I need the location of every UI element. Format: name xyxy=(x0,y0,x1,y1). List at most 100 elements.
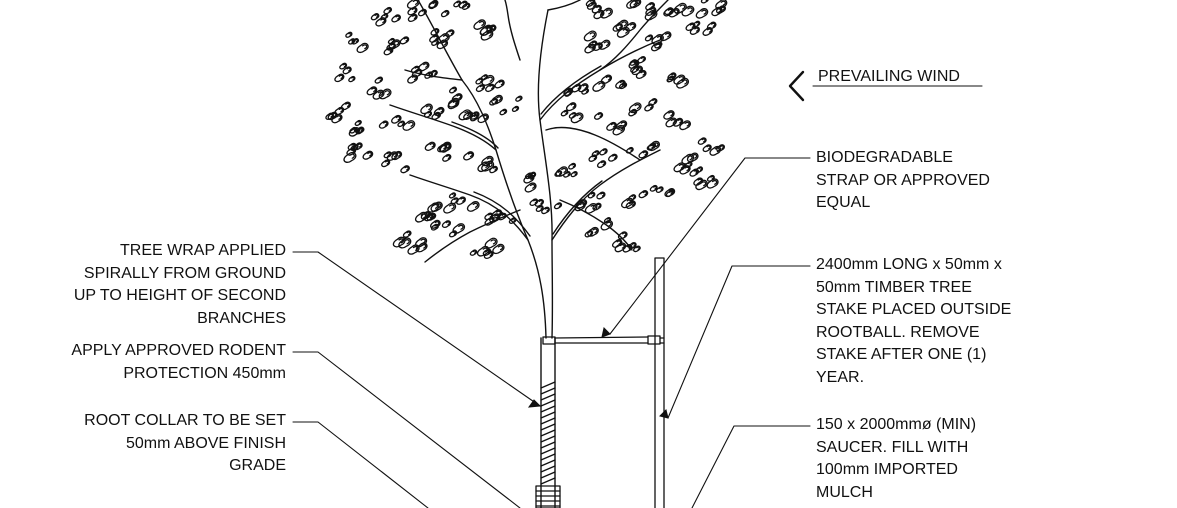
leaf-cluster xyxy=(611,231,641,253)
wrap-hatch-line xyxy=(540,453,556,461)
note-line: BRANCHES xyxy=(197,309,286,327)
wrap-hatch-line xyxy=(540,459,556,467)
note-line: 100mm IMPORTED xyxy=(816,461,958,478)
root-collar-band xyxy=(535,485,561,508)
leaf-cluster xyxy=(583,30,611,54)
note-line: 150 x 2000mmø (MIN) xyxy=(816,416,977,433)
wrap-hatch-line xyxy=(540,381,556,389)
leaf-cluster xyxy=(383,36,410,56)
leaf-cluster xyxy=(420,103,445,121)
note-strap: BIODEGRADABLE STRAP OR APPROVED EQUAL xyxy=(816,147,990,215)
note-root-collar: ROOT COLLAR TO BE SET 50mm ABOVE FINISH … xyxy=(84,410,286,478)
leaf-cluster xyxy=(628,98,658,117)
note-line: YEAR. xyxy=(816,368,865,386)
leaf-cluster xyxy=(370,6,401,27)
note-line: EQUAL xyxy=(816,194,871,211)
leaf-cluster xyxy=(345,31,369,54)
leaf-cluster xyxy=(414,201,443,223)
leaf-cluster xyxy=(628,55,647,80)
leader-lines-right xyxy=(609,157,811,508)
leaf-cluster xyxy=(663,2,695,18)
wrap-hatch-line xyxy=(540,435,556,443)
leaf-cluster xyxy=(443,192,480,214)
leaf-cluster xyxy=(325,101,351,124)
leaf-cluster xyxy=(529,198,563,215)
tree-canopy xyxy=(325,0,728,260)
note-line: UP TO HEIGHT OF SECOND xyxy=(73,287,286,304)
leaf-cluster xyxy=(429,27,455,50)
wrap-hatch-line xyxy=(540,417,556,425)
note-stake: 2400mm LONG x 50mm x 50mm TIMBER TREE ST… xyxy=(816,254,1011,389)
leaf-cluster xyxy=(585,0,613,20)
leaf-cluster xyxy=(588,148,618,169)
wrap-hatch-line xyxy=(540,477,556,485)
leaf-cluster xyxy=(649,184,676,198)
note-line: MULCH xyxy=(816,483,873,501)
leaf-cluster xyxy=(473,19,497,41)
leaf-cluster xyxy=(523,171,537,193)
leader-arrowheads xyxy=(527,327,669,419)
leaf-cluster xyxy=(574,191,606,214)
leaf-cluster xyxy=(612,19,637,38)
leaf-cluster xyxy=(489,94,523,116)
leader-lines-left xyxy=(292,251,541,508)
note-line: SPIRALLY FROM GROUND xyxy=(83,264,286,282)
wrap-hatch-line xyxy=(540,429,556,437)
tree-trunk xyxy=(540,337,556,508)
leaf-cluster xyxy=(554,162,578,178)
leaf-cluster xyxy=(406,0,439,23)
leaf-cluster xyxy=(584,216,614,238)
timber-stake xyxy=(654,257,665,508)
note-saucer: 150 x 2000mmø (MIN) SAUCER. FILL WITH 10… xyxy=(816,414,976,504)
note-rodent-protection: APPLY APPROVED RODENT PROTECTION 450mm xyxy=(71,340,286,385)
leaf-cluster xyxy=(475,74,505,93)
note-line: SAUCER. FILL WITH xyxy=(816,438,969,456)
wrap-hatch-line xyxy=(540,399,556,407)
leaf-cluster xyxy=(625,140,660,159)
leaf-cluster xyxy=(463,151,498,174)
tree-strap xyxy=(542,335,665,345)
leaf-cluster xyxy=(469,237,505,260)
wrap-hatch-line xyxy=(540,465,556,473)
leaf-cluster xyxy=(343,142,374,163)
note-line: STRAP OR APPROVED xyxy=(816,171,990,189)
leaf-cluster xyxy=(621,190,649,210)
note-line: STAKE PLACED OUTSIDE xyxy=(816,301,1012,318)
note-line: 2400mm LONG x 50mm x xyxy=(816,256,1002,273)
leaf-cluster xyxy=(594,112,628,136)
leaf-cluster xyxy=(381,150,410,174)
tree-wrap-hatching xyxy=(540,381,556,485)
leaf-cluster xyxy=(685,20,717,36)
note-line: TREE WRAP APPLIED xyxy=(120,242,286,259)
wrap-hatch-line xyxy=(540,471,556,479)
note-line: APPLY APPROVED RODENT xyxy=(71,342,286,359)
leaf-cluster xyxy=(697,137,726,156)
leaf-cluster xyxy=(689,166,719,191)
leaf-cluster xyxy=(424,141,452,162)
leaf-cluster xyxy=(447,86,463,110)
leaf-cluster xyxy=(663,110,691,131)
note-line: BIODEGRADABLE xyxy=(816,149,953,166)
note-line: 50mm ABOVE FINISH xyxy=(125,434,286,452)
wrap-hatch-line xyxy=(540,393,556,401)
leaf-cluster xyxy=(392,230,428,255)
wrap-hatch-line xyxy=(540,447,556,455)
wrap-hatch-line xyxy=(540,387,556,395)
leaf-cluster xyxy=(440,0,471,18)
leaf-cluster xyxy=(366,76,392,100)
wrap-hatch-line xyxy=(540,411,556,419)
leaf-cluster xyxy=(348,119,365,137)
leaf-cluster xyxy=(644,31,672,52)
wrap-hatch-line xyxy=(540,441,556,449)
wrap-hatch-line xyxy=(540,423,556,431)
leaf-cluster xyxy=(592,74,628,92)
note-line: ROOT COLLAR TO BE SET xyxy=(84,412,286,429)
prevailing-wind-label: PREVAILING WIND xyxy=(818,68,960,85)
leaf-cluster xyxy=(430,219,466,238)
tree-branches xyxy=(389,0,669,339)
leaf-cluster xyxy=(378,114,416,131)
note-line: ROOTBALL. REMOVE xyxy=(816,323,980,341)
note-line: GRADE xyxy=(229,457,286,474)
leaf-cluster xyxy=(334,62,356,83)
